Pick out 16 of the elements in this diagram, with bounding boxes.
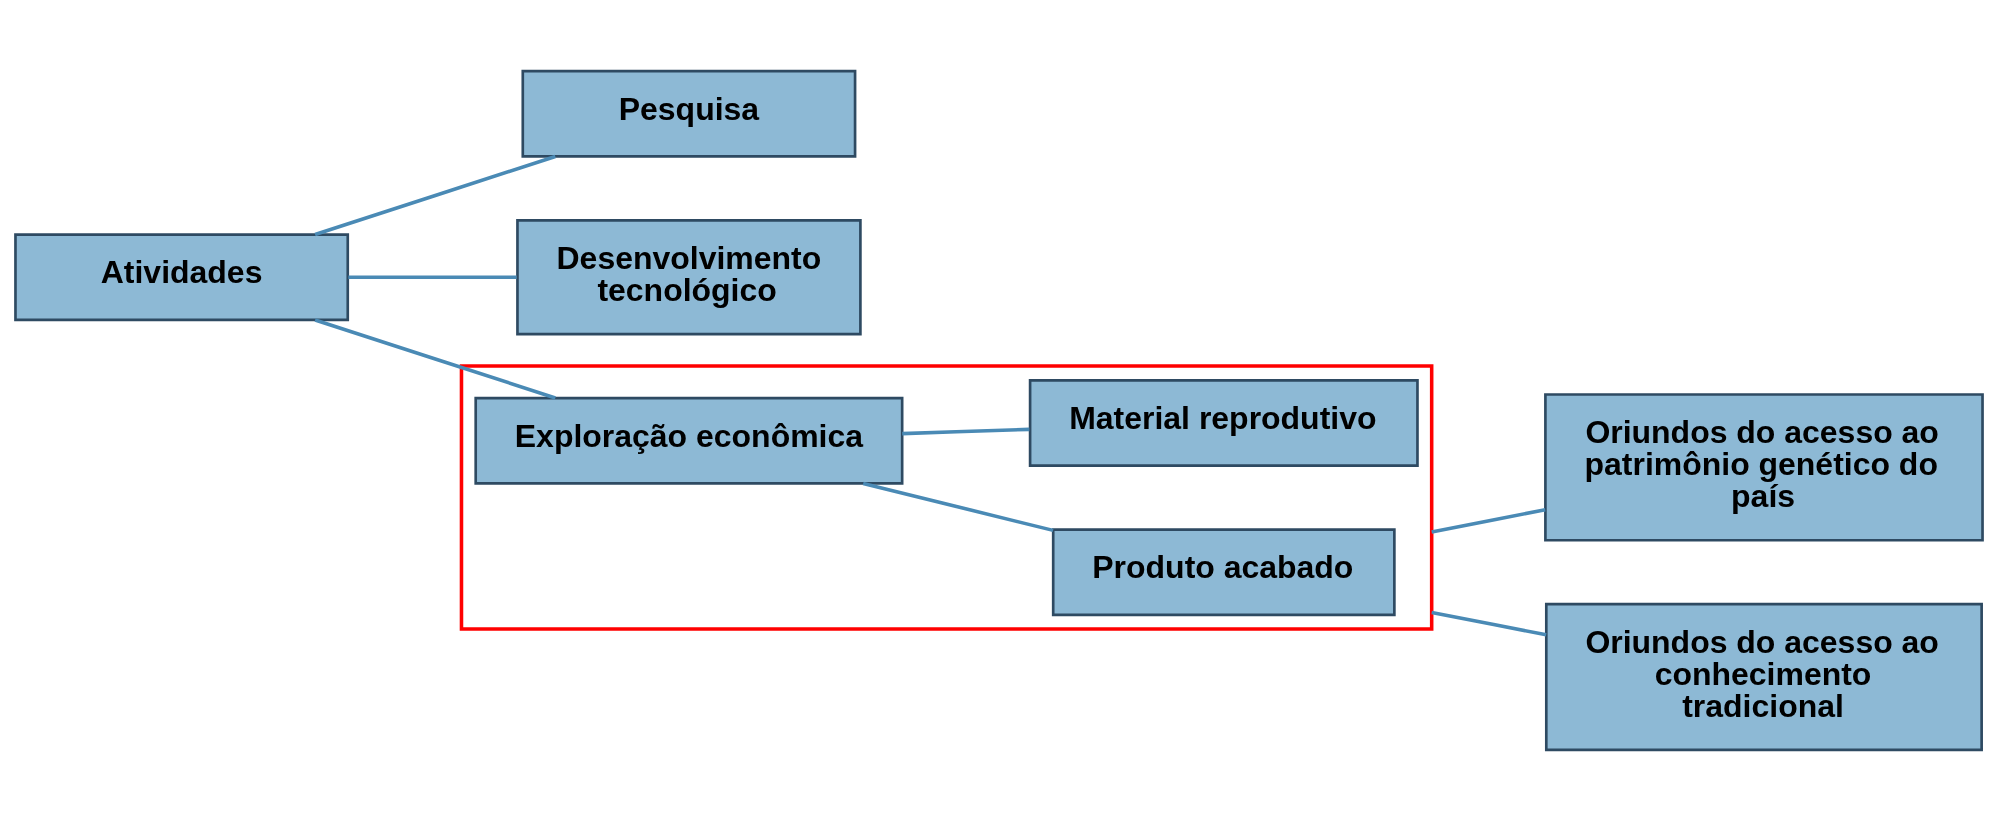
connector — [314, 154, 556, 237]
cluster — [459, 364, 1434, 631]
node-box: Oriundos do acesso ao conhecimento tradicional — [1544, 602, 1983, 752]
connector — [348, 275, 517, 279]
node-box: Oriundos do acesso ao patrimônio genético do país — [1544, 393, 1984, 542]
node-box: Material reprodutivo — [1028, 378, 1419, 467]
node-box: Pesquisa — [521, 69, 857, 158]
node-box: Exploração econômica — [474, 396, 904, 485]
connector — [1431, 508, 1546, 534]
connector — [1431, 610, 1547, 637]
node-box: Atividades — [14, 233, 350, 322]
node-box: Desenvolvimento tecnológico — [516, 219, 862, 336]
connector — [902, 427, 1030, 436]
node-box: Produto acabado — [1051, 528, 1396, 617]
connector — [862, 481, 1054, 533]
connector — [314, 318, 556, 400]
